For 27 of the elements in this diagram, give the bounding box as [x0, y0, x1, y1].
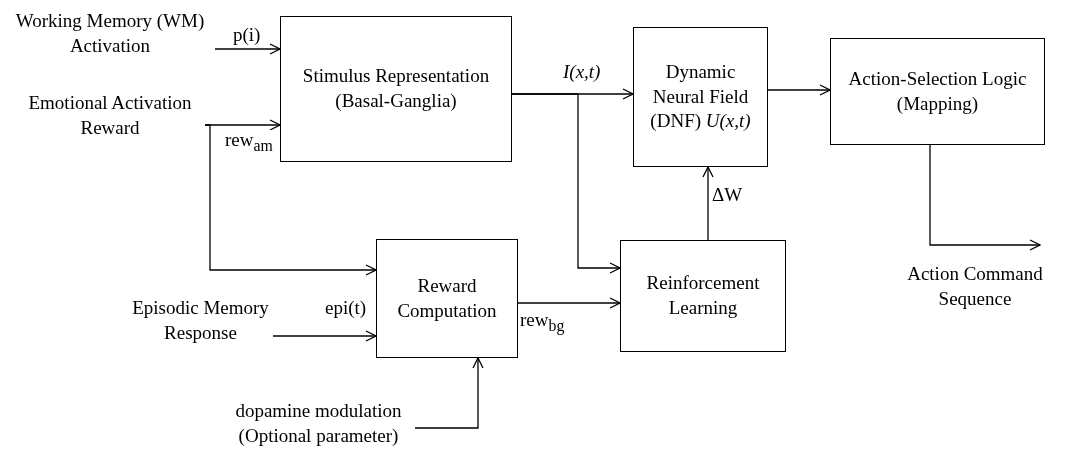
input-label: Episodic Memory Response: [128, 290, 273, 352]
arrow: [767, 84, 831, 96]
input-label: dopamine modulation (Optional parameter): [222, 394, 415, 454]
arrow: [204, 124, 377, 276]
input-label: Working Memory (WM) Activation: [5, 6, 215, 62]
process-box: [376, 239, 518, 358]
box-label: Stimulus Representation (Basal-Ganglia): [301, 64, 491, 113]
box-label: Reward Computation: [396, 273, 498, 323]
process-box: [280, 16, 512, 162]
process-box: [620, 240, 786, 352]
output-label: Action Command Sequence: [906, 262, 1044, 311]
arrow: [272, 330, 377, 342]
edge-label: p(i): [232, 25, 262, 46]
arrow: [511, 93, 621, 274]
input-label: Emotional Activation Reward: [15, 86, 205, 146]
arrow: [517, 297, 621, 309]
arrow: [414, 357, 484, 429]
process-box: [830, 38, 1045, 145]
edge-label: epi(t): [324, 298, 368, 319]
box-label: Reinforcement Learning: [645, 271, 761, 320]
arrow: [929, 144, 1041, 251]
box-label: Action-Selection Logic (Mapping): [847, 66, 1028, 116]
box-label: Dynamic Neural Field (DNF) U(x,t): [649, 59, 752, 134]
edge-label: I(x,t): [562, 62, 602, 83]
arrow: [214, 43, 281, 55]
process-box: [633, 27, 768, 167]
arrow: [702, 166, 714, 241]
